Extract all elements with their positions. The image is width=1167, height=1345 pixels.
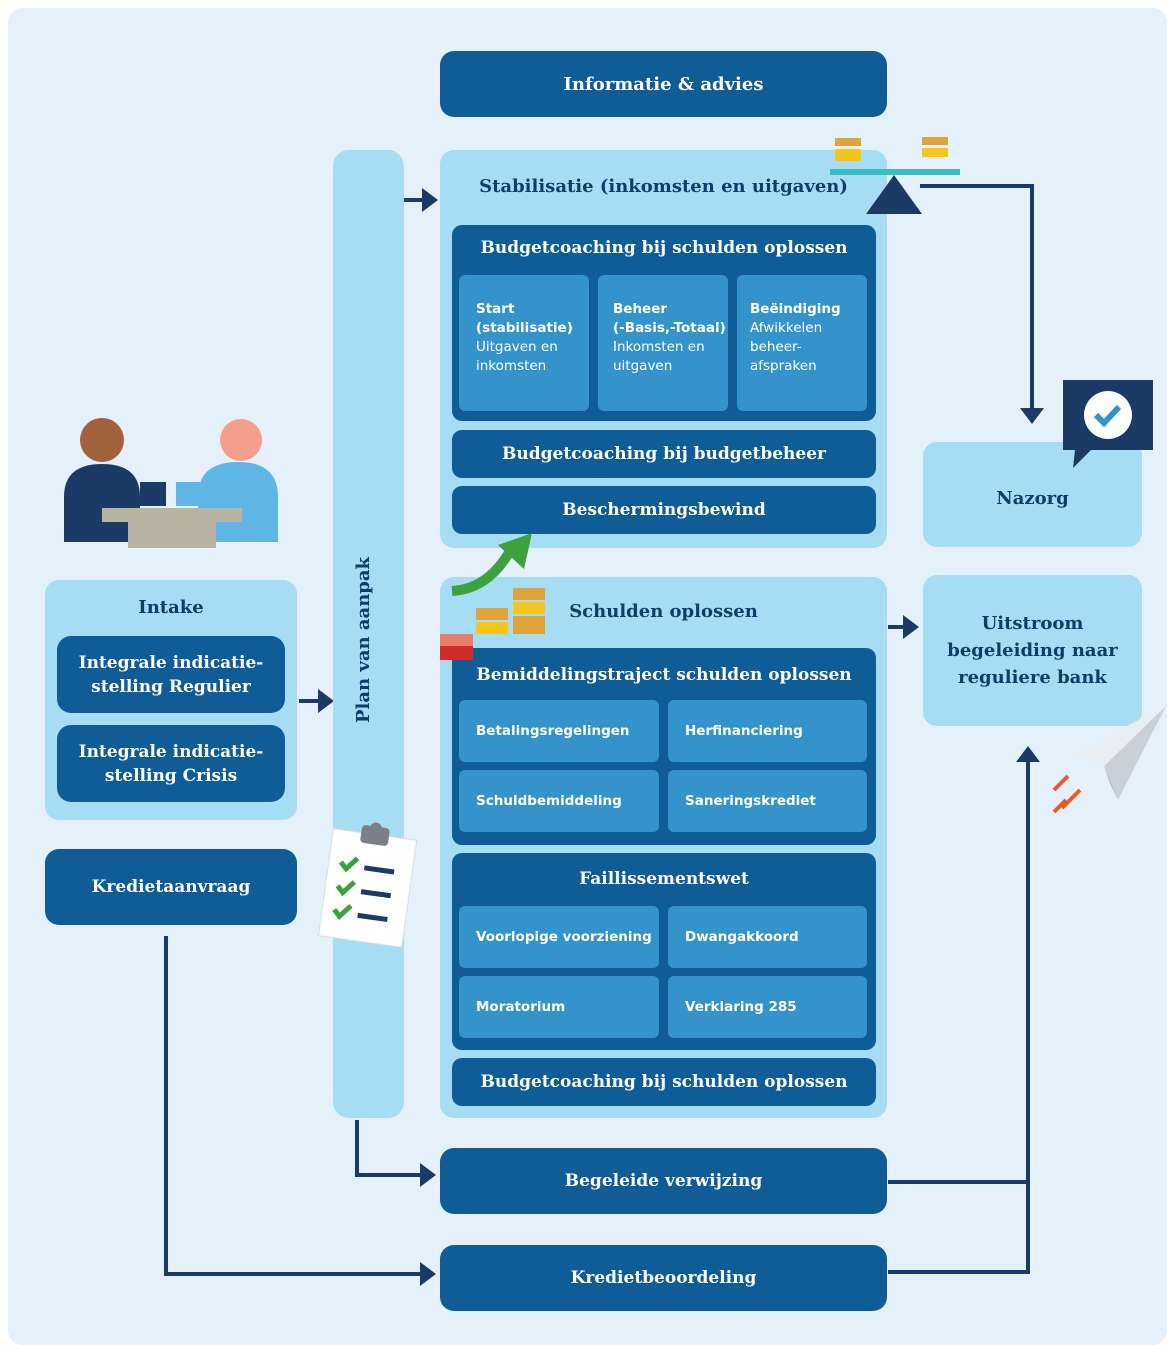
- indicatie-crisis-box: Integrale indicatie- stelling Crisis: [57, 725, 285, 802]
- beschermingsbewind-box: Beschermingsbewind: [452, 486, 876, 534]
- kredietbeoordeling-box: Kredietbeoordeling: [440, 1245, 887, 1311]
- nazorg-label: Nazorg: [996, 488, 1069, 509]
- nazorg-panel: Nazorg: [923, 442, 1142, 547]
- paper-plane-icon: [1052, 706, 1166, 814]
- growth-arrow-icon: [451, 533, 532, 596]
- plan-van-aanpak-bar: [333, 150, 404, 1118]
- faillissement-item: Dwangakkoord: [668, 906, 867, 968]
- phase-beeindiging: Beëindiging Afwikkelen beheer- afspraken: [737, 275, 867, 411]
- budgetcoaching-stabilisatie-title: Budgetcoaching bij schulden oplossen: [480, 238, 848, 258]
- budgetcoaching-schulden-box: Budgetcoaching bij schulden oplossen: [452, 1058, 876, 1106]
- phase-beeindiging-body: Afwikkelen beheer- afspraken: [750, 320, 823, 374]
- phase-start-body: Uitgaven en inkomsten: [476, 339, 558, 374]
- bemiddeling-title: Bemiddelingstraject schulden oplossen: [476, 665, 852, 685]
- faillissement-item: Voorlopige voorziening: [459, 906, 659, 968]
- intake-title: Intake: [138, 597, 204, 618]
- info-advies-box: Informatie & advies: [440, 51, 887, 117]
- bemiddeling-item: Betalingsregelingen: [459, 700, 659, 762]
- budgetbeheer-box: Budgetcoaching bij budgetbeheer: [452, 430, 876, 478]
- bemiddeling-item: Schuldbemiddeling: [459, 770, 659, 832]
- phase-start: Start (stabilisatie) Uitgaven en inkomst…: [459, 275, 589, 411]
- phase-start-head: Start (stabilisatie): [476, 301, 573, 336]
- faillissement-title: Faillissementswet: [579, 869, 749, 889]
- clipboard-checklist-icon: [317, 822, 418, 948]
- kredietaanvraag-box: Kredietaanvraag: [45, 849, 297, 925]
- indicatie-regulier-box: Integrale indicatie- stelling Regulier: [57, 636, 285, 713]
- phase-beheer-head: Beheer (-Basis,-Totaal): [613, 301, 726, 336]
- uitstroom-label: Uitstroom begeleiding naar reguliere ban…: [947, 613, 1118, 688]
- schulden-title: Schulden oplossen: [569, 601, 758, 622]
- plan-van-aanpak-label: Plan van aanpak: [353, 557, 374, 723]
- coin-stacks-icon: [440, 588, 545, 660]
- uitstroom-panel: Uitstroom begeleiding naar reguliere ban…: [923, 575, 1142, 726]
- faillissement-item: Verklaring 285: [668, 976, 867, 1038]
- balance-scale-icon: [830, 137, 960, 214]
- phase-beheer-body: Inkomsten en uitgaven: [613, 339, 705, 374]
- begeleide-verwijzing-box: Begeleide verwijzing: [440, 1148, 887, 1214]
- phase-beheer: Beheer (-Basis,-Totaal) Inkomsten en uit…: [598, 275, 728, 411]
- faillissement-item: Moratorium: [459, 976, 659, 1038]
- chat-check-icon: [1063, 380, 1153, 468]
- stabilisatie-title: Stabilisatie (inkomsten en uitgaven): [479, 176, 848, 197]
- bemiddeling-item: Herfinanciering: [668, 700, 867, 762]
- bemiddeling-item: Saneringskrediet: [668, 770, 867, 832]
- phase-beeindiging-head: Beëindiging: [750, 301, 841, 317]
- people-at-table-icon: [64, 418, 278, 548]
